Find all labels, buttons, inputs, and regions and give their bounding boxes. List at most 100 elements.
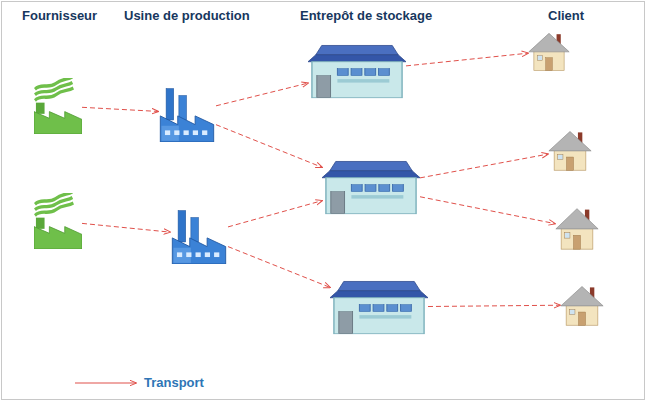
column-heading: Entrepôt de stockage [300,8,432,23]
window [196,252,201,257]
house-drawing [548,128,592,172]
factory-body [34,112,82,134]
house-drawing [555,205,599,251]
roof-top [338,281,420,290]
transport-arrow [406,53,528,66]
window [393,185,404,192]
factory-shade [173,248,190,263]
window [165,130,170,135]
plant-icon [170,206,228,264]
window [337,69,348,76]
column-heading: Usine de production [124,8,250,23]
window [351,69,362,76]
window [401,305,412,312]
door [573,235,580,249]
transport-arrow [420,197,555,224]
column-heading: Client [548,8,584,23]
door [339,312,353,334]
smoke-stripe [35,193,72,204]
chimney [179,96,187,120]
house-roof [529,33,569,51]
legend-label: Transport [144,375,204,390]
roof-edge [330,291,428,298]
door [566,157,573,170]
plant-drawing [170,206,228,264]
window [537,55,542,60]
chimney [166,89,174,120]
window [365,185,376,192]
window [205,252,210,257]
supplier-icon [34,78,82,134]
warehouse-icon [308,42,406,100]
factory-shade [161,126,178,141]
factory-body [34,227,82,249]
house-icon [528,30,570,72]
supplier-drawing [34,78,82,134]
warehouse-drawing [322,158,420,216]
window [202,130,207,135]
smoke-stripe [35,78,72,89]
window [214,252,219,257]
window [184,130,189,135]
door [331,192,345,214]
window [365,69,376,76]
transport-arrow [216,83,308,106]
window [570,309,575,314]
house-roof [561,287,603,306]
factory-body [160,116,213,142]
roof-edge [322,171,420,178]
window [193,130,198,135]
plant-icon [158,84,216,142]
window [174,130,179,135]
window-band [337,79,389,82]
house-icon [548,128,592,172]
house-wall [566,303,598,325]
house-roof [556,209,598,229]
house-icon [555,205,599,251]
column-heading: Fournisseur [22,8,97,23]
transport-arrow [428,305,560,306]
warehouse-wall [312,62,402,98]
supplier-icon [34,193,82,249]
door [546,58,553,71]
window [565,233,570,239]
roof-top [316,45,398,54]
chimney [191,218,199,242]
warehouse-wall [334,298,424,334]
plant-drawing [158,84,216,142]
door [578,312,585,325]
window-band [359,315,411,318]
factory-body [172,238,225,264]
warehouse-drawing [308,42,406,100]
transport-arrow [82,107,158,111]
smoke-stripe [35,203,73,215]
house-wall [534,49,564,70]
house-icon [560,283,604,327]
transport-arrow [420,154,548,178]
window [373,305,384,312]
house-drawing [528,30,570,72]
window [359,305,370,312]
roof-top [330,161,412,170]
window [186,252,191,257]
roof-edge [308,55,406,62]
house-drawing [560,283,604,327]
house-roof [549,132,591,151]
door [317,76,331,98]
window [379,185,390,192]
window-band [351,195,403,198]
house-wall [561,226,593,249]
window [177,252,182,257]
transport-arrow [228,247,330,288]
house-wall [554,148,586,170]
window [351,185,362,192]
transport-arrow [228,201,322,227]
window [379,69,390,76]
warehouse-wall [326,178,416,214]
warehouse-icon [330,278,428,336]
window [558,154,563,159]
